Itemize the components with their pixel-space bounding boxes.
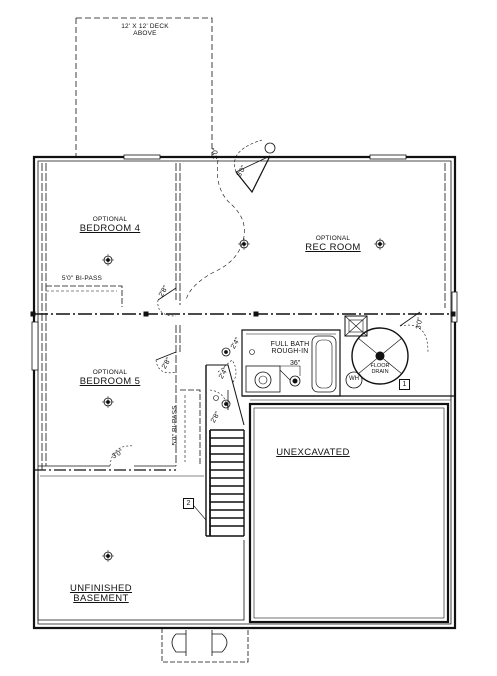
water-heater-label: WH [349,376,359,382]
stair-treads [210,429,244,527]
wiring [185,159,245,301]
bipass-upper-label: 5'0" BI-PASS [61,275,103,282]
basement-wall [37,474,245,621]
full-bath-line2: ROUGH-IN [271,348,309,356]
window [31,321,39,371]
window [369,154,407,160]
unexcavated-area [248,402,450,624]
bedroom-5-optional: OPTIONAL [92,369,128,376]
deck-outline [75,17,213,157]
floor-drain-line2: DRAIN [371,368,389,375]
light-fixture [102,254,114,266]
light-fixture [102,396,114,408]
dim-shower: 36" [290,360,301,367]
basement-line2: BASEMENT [73,592,129,604]
floor-drain-label: FLOOR DRAIN [366,363,394,376]
water-heater [351,327,409,385]
rec-room-label: OPTIONAL REC ROOM [288,235,378,253]
door-swing [157,287,177,301]
closet-wall [46,285,123,307]
deck-label-line1: 12' X 12' DECK [121,23,169,30]
front-stoop [161,628,249,663]
basement-label: UNFINISHED BASEMENT [66,584,136,604]
deck-label-line2: ABOVE [133,29,157,37]
unexcavated-label: UNEXCAVATED [276,447,350,458]
floor-drain-line1: FLOOR [370,363,390,369]
light-fixture [238,238,250,250]
bipass-lower-label: 5'0" BI-PASS [171,405,179,446]
door-swing [155,351,177,361]
rec-room-optional: OPTIONAL [315,235,351,242]
tag-1: 1 [399,379,410,390]
tag-2: 2 [183,498,194,509]
bedroom-4-optional: OPTIONAL [92,216,128,223]
window [123,154,161,160]
full-bath-label: FULL BATH ROUGH-IN [262,341,318,356]
rec-room-name: REC ROOM [305,241,361,253]
deck-label: 12' X 12' DECK ABOVE [90,23,200,38]
bedroom-4-name: BEDROOM 4 [79,222,141,234]
window [451,291,458,323]
closet-wall [180,389,201,466]
light-fixture [221,347,231,357]
door-swing [235,155,271,194]
bedroom-5-label: OPTIONAL BEDROOM 5 [70,369,150,387]
bedroom-5-name: BEDROOM 5 [79,375,141,387]
light-fixture [374,238,386,250]
bathtub [311,335,337,393]
dim-top-door-2: 3'0" [212,147,220,160]
bedroom-4-label: OPTIONAL BEDROOM 4 [70,216,150,234]
full-bath-line1: FULL BATH [270,341,310,348]
light-fixture [102,550,114,562]
exterior-wall [32,155,457,630]
shower [245,365,281,393]
basement-line1: UNFINISHED [69,583,133,594]
door-swing [235,155,271,173]
mechanical-box [344,315,368,337]
light-fixture [221,399,231,409]
